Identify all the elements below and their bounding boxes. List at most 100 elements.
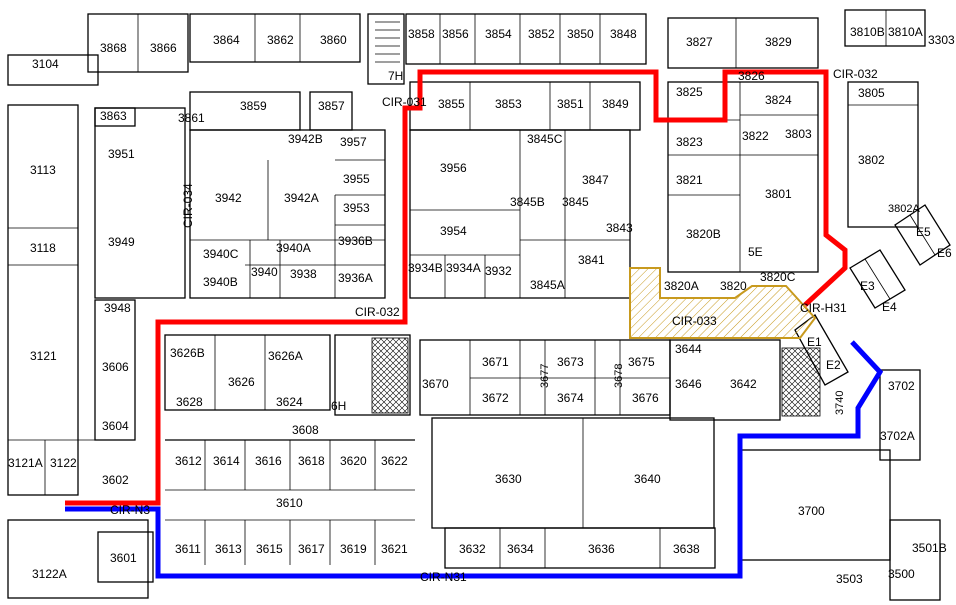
room-label[interactable]: 3853 bbox=[495, 97, 522, 111]
room-label[interactable]: 3702 bbox=[888, 379, 915, 393]
room-label[interactable]: 3642 bbox=[730, 377, 757, 391]
room-label[interactable]: 3121 bbox=[30, 349, 57, 363]
room-label[interactable]: 3956 bbox=[440, 161, 467, 175]
room-label[interactable]: 3868 bbox=[100, 41, 127, 55]
room-label[interactable]: 3820B bbox=[686, 227, 721, 241]
highlight-label[interactable]: CIR-033 bbox=[672, 314, 717, 328]
room-label[interactable]: 3621 bbox=[381, 542, 408, 556]
room-label[interactable]: 3740 bbox=[834, 391, 846, 415]
room-label[interactable]: 3940B bbox=[203, 275, 238, 289]
room-label[interactable]: 3122A bbox=[32, 567, 67, 581]
room-label[interactable]: 3936B bbox=[338, 234, 373, 248]
room-label[interactable]: 3934A bbox=[446, 261, 481, 275]
room-label[interactable]: 3619 bbox=[340, 542, 367, 556]
room-label[interactable]: 3670 bbox=[422, 377, 449, 391]
room-label[interactable]: 3121A bbox=[8, 456, 43, 470]
room-label[interactable]: 3861 bbox=[178, 111, 205, 125]
room-label[interactable]: 3803 bbox=[785, 127, 812, 141]
room-label[interactable]: E5 bbox=[916, 225, 931, 239]
room-label[interactable]: 3820 bbox=[720, 279, 747, 293]
room-label[interactable]: 3857 bbox=[318, 99, 345, 113]
room-label[interactable]: 3823 bbox=[676, 135, 703, 149]
room-label[interactable]: 3604 bbox=[102, 419, 129, 433]
room-label[interactable]: 3104 bbox=[32, 57, 59, 71]
room-label[interactable]: CIR-031 bbox=[382, 95, 427, 109]
room-label[interactable]: 3940C bbox=[203, 247, 239, 261]
room-label[interactable]: 3942B bbox=[288, 132, 323, 146]
room-label[interactable]: 3849 bbox=[602, 97, 629, 111]
room-label[interactable]: 3841 bbox=[578, 253, 605, 267]
room-label[interactable]: 3674 bbox=[557, 391, 584, 405]
room-label[interactable]: 3113 bbox=[30, 163, 56, 177]
room-label[interactable]: 3610 bbox=[276, 496, 303, 510]
room-label[interactable]: 3942A bbox=[284, 191, 319, 205]
room-label[interactable]: 3628 bbox=[176, 395, 203, 409]
room-label[interactable]: 3852 bbox=[528, 27, 555, 41]
room-label[interactable]: 3821 bbox=[676, 173, 703, 187]
room-label[interactable]: CIR-034 bbox=[181, 183, 195, 228]
room-label[interactable]: 3676 bbox=[632, 391, 659, 405]
room-label[interactable]: 3613 bbox=[215, 542, 242, 556]
room-label[interactable]: 3845B bbox=[510, 195, 545, 209]
room-label[interactable]: 3938 bbox=[290, 267, 317, 281]
room-label[interactable]: 3608 bbox=[292, 423, 319, 437]
room-label[interactable]: 3936A bbox=[338, 271, 373, 285]
room-label[interactable]: 3677 bbox=[539, 364, 551, 388]
room-label[interactable]: CIR-032 bbox=[833, 67, 878, 81]
room-label[interactable]: 3863 bbox=[100, 109, 127, 123]
room-label[interactable]: 3843 bbox=[606, 221, 633, 235]
room-label[interactable]: 3634 bbox=[507, 542, 534, 556]
room-label[interactable]: 3700 bbox=[798, 504, 825, 518]
room-label[interactable]: 3616 bbox=[255, 454, 282, 468]
room-label[interactable]: 3951 bbox=[108, 147, 135, 161]
room-label[interactable]: 3860 bbox=[320, 33, 347, 47]
room-label[interactable]: CIR-N3 bbox=[110, 503, 150, 517]
room-label[interactable]: 3953 bbox=[343, 201, 370, 215]
room-label[interactable]: 3820A bbox=[664, 279, 699, 293]
room-label[interactable]: 3122 bbox=[50, 456, 77, 470]
highlighted-corridor-cir033[interactable] bbox=[629, 267, 817, 339]
room-label[interactable]: 5E bbox=[748, 245, 763, 259]
room-label[interactable]: 3501B bbox=[912, 541, 947, 555]
room-label[interactable]: 3675 bbox=[628, 355, 655, 369]
room-label[interactable]: 3615 bbox=[256, 542, 283, 556]
room-label[interactable]: 3862 bbox=[267, 33, 294, 47]
room-label[interactable]: 3955 bbox=[343, 172, 370, 186]
room-label[interactable]: 3618 bbox=[298, 454, 325, 468]
room-label[interactable]: 3638 bbox=[673, 542, 700, 556]
room-label[interactable]: 3671 bbox=[482, 355, 509, 369]
room-label[interactable]: 3940 bbox=[251, 265, 278, 279]
room-label[interactable]: 3614 bbox=[213, 454, 240, 468]
room-label[interactable]: 3646 bbox=[675, 377, 702, 391]
room-label[interactable]: E3 bbox=[860, 279, 875, 293]
room-label[interactable]: 3866 bbox=[150, 41, 177, 55]
room-label[interactable]: 3864 bbox=[213, 33, 240, 47]
room-label[interactable]: 3626A bbox=[268, 349, 303, 363]
room-label[interactable]: 3612 bbox=[175, 454, 202, 468]
room-label[interactable]: 3858 bbox=[408, 27, 435, 41]
room-label[interactable]: 3500 bbox=[888, 567, 915, 581]
room-label[interactable]: 3932 bbox=[485, 264, 512, 278]
room-label[interactable]: 3630 bbox=[495, 472, 522, 486]
room-label[interactable]: E4 bbox=[882, 300, 897, 314]
room-label[interactable]: 3672 bbox=[482, 391, 509, 405]
room-label[interactable]: 3640 bbox=[634, 472, 661, 486]
room-label[interactable]: 3802 bbox=[858, 153, 885, 167]
room-label[interactable]: 3622 bbox=[381, 454, 408, 468]
room-label[interactable]: 3949 bbox=[108, 235, 135, 249]
room-label[interactable]: 3810B bbox=[850, 25, 885, 39]
room-label[interactable]: 3702A bbox=[880, 429, 915, 443]
room-label[interactable]: 3118 bbox=[30, 241, 56, 255]
room-label[interactable]: 3934B bbox=[408, 261, 443, 275]
room-label[interactable]: 3678 bbox=[613, 364, 625, 388]
room-label[interactable]: CIR-032 bbox=[355, 305, 400, 319]
room-label[interactable]: 3942 bbox=[215, 191, 242, 205]
room-label[interactable]: 3845A bbox=[530, 278, 565, 292]
room-label[interactable]: 3845 bbox=[562, 195, 589, 209]
room-label[interactable]: 3957 bbox=[340, 135, 367, 149]
room-label[interactable]: 3606 bbox=[102, 360, 129, 374]
room-label[interactable]: 3829 bbox=[765, 35, 792, 49]
room-label[interactable]: 3644 bbox=[675, 342, 702, 356]
room-label[interactable]: 3802A bbox=[888, 203, 920, 215]
room-label[interactable]: 3632 bbox=[459, 542, 486, 556]
